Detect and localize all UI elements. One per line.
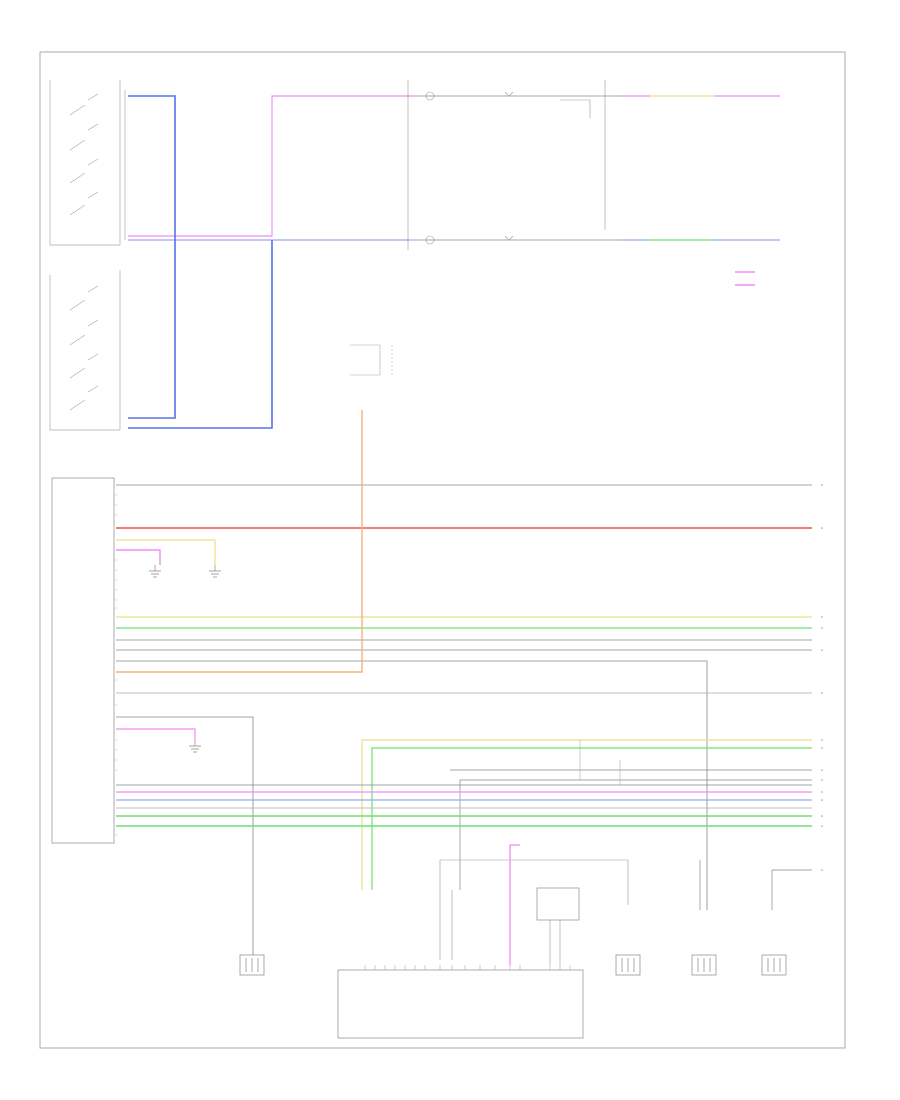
ground-symbol-icon xyxy=(149,565,221,753)
wire-orange xyxy=(116,410,363,673)
switch-contact-icon xyxy=(69,93,99,216)
speaker-coil-icon xyxy=(761,954,787,976)
wire-yellow-short xyxy=(116,539,216,565)
front-power-window-switch-block xyxy=(49,80,126,246)
lower-component-wires xyxy=(439,844,812,965)
right-top-connectors xyxy=(735,271,755,286)
top-middle-connector xyxy=(350,344,393,376)
bottom-unit-box xyxy=(337,969,584,1039)
small-module-box xyxy=(536,887,580,921)
connector-terminal-icon xyxy=(407,80,606,250)
wire-gray-to-right-speaker xyxy=(116,660,708,910)
module-harness-wires xyxy=(116,410,812,955)
right-terminal-marks xyxy=(821,484,823,871)
module-pin-ticks xyxy=(114,494,118,836)
speaker-coil-icon xyxy=(239,954,265,976)
rear-power-window-switch-block xyxy=(49,270,121,431)
wire-pink-short xyxy=(116,549,161,565)
switch-contact-icon xyxy=(69,285,99,411)
wire-gray-to-left-speaker xyxy=(116,716,254,955)
bottom-bus-wires xyxy=(116,739,812,890)
speaker-coil-icon xyxy=(615,954,641,976)
wire-top-gray-1 xyxy=(410,95,620,241)
speaker-coil-icon xyxy=(691,954,717,976)
diagram-frame xyxy=(39,51,846,1049)
wire-top-pink xyxy=(128,95,780,237)
wire-pink-lower xyxy=(116,728,196,740)
wire-blue-loop xyxy=(128,95,273,429)
bottom-unit-pins xyxy=(364,965,571,970)
radio-module-box xyxy=(51,477,115,844)
